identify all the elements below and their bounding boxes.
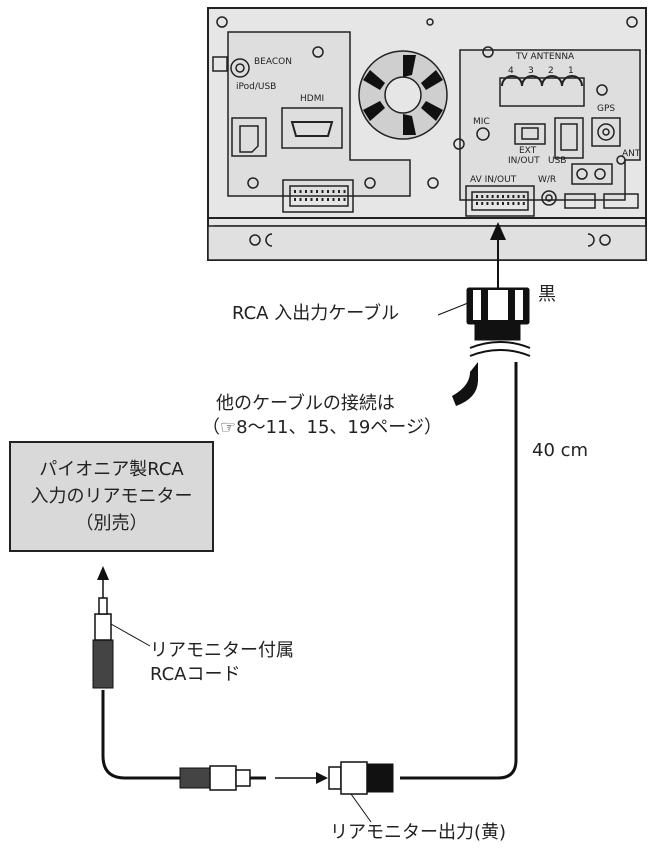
connector-pin (522, 202, 525, 205)
right-arrow-icon (316, 772, 328, 784)
rear-monitor-line3: （別売） (75, 513, 148, 534)
connector-pin (517, 195, 520, 198)
connector-pin (305, 190, 307, 193)
connector-pin (496, 202, 499, 205)
connector-pin (310, 198, 313, 201)
connector-pin (299, 198, 302, 201)
connector-pin (327, 198, 329, 201)
connector-pin (491, 202, 494, 205)
cable-length-label: 40 cm (532, 440, 589, 461)
antenna-number-1: 1 (568, 66, 574, 76)
rca-cord (92, 566, 394, 823)
connector-pin (332, 190, 335, 193)
up-arrow-icon (97, 566, 109, 580)
tv-antenna-label: TV ANTENNA (516, 52, 575, 62)
connector-pin (522, 195, 525, 198)
connector-pin (316, 190, 318, 193)
connector-pin (327, 190, 329, 193)
rear-monitor-box: パイオニア製RCA 入力のリアモニター （別売） (9, 441, 214, 552)
connector-pin (343, 190, 346, 193)
connector-pin (332, 198, 335, 201)
usb-label: USB (548, 156, 567, 166)
rca-cable-label: RCA 入出力ケーブル (232, 303, 400, 324)
connector-pin (512, 195, 515, 198)
rca-cable (400, 222, 531, 780)
connector-pin (502, 195, 504, 198)
av-in-out-label: AV IN/OUT (470, 175, 517, 185)
connector-pin (491, 195, 494, 198)
other-cables-note-line2: （☞8〜11、15、19ページ） (202, 417, 442, 438)
connector-pin (294, 198, 296, 201)
beacon-label: BEACON (254, 57, 292, 67)
connector-pin (486, 202, 489, 205)
antenna-number-3: 3 (528, 66, 534, 76)
antenna-number-4: 4 (508, 66, 514, 76)
connector-pin (299, 190, 302, 193)
mic-label: MIC (473, 117, 490, 127)
rca-cord-label-line1: リアモニター付属 (150, 640, 294, 661)
rca-cord-label-line2: RCAコード (150, 664, 241, 685)
rear-monitor-output-label: リアモニター出力(黄) (330, 822, 507, 843)
ext-label: EXT (519, 146, 537, 156)
ipod-usb-label: iPod/USB (236, 82, 277, 92)
antenna-number-2: 2 (548, 66, 554, 76)
gps-label: GPS (597, 104, 616, 114)
in-out-label: IN/OUT (508, 156, 540, 166)
connector-pin (343, 198, 346, 201)
rear-monitor-line1: パイオニア製RCA (39, 459, 184, 480)
connector-pin (481, 202, 484, 205)
connector-pin (321, 198, 324, 201)
connector-pin (507, 195, 510, 198)
connector-pin (338, 190, 340, 193)
connector-pin (512, 202, 515, 205)
connector-pin (321, 190, 324, 193)
connector-pin (496, 195, 499, 198)
other-cables-note-line1: 他のケーブルの接続は (216, 393, 395, 414)
connector-pin (338, 198, 340, 201)
hdmi-label: HDMI (300, 94, 325, 104)
connector-pin (476, 195, 478, 198)
connector-pin (481, 195, 484, 198)
rear-monitor-line2: 入力のリアモニター (30, 486, 193, 507)
fan-icon (358, 50, 448, 140)
connector-pin (517, 202, 520, 205)
connector-pin (316, 198, 318, 201)
up-arrow-icon (490, 222, 506, 240)
connector-color-label: 黒 (538, 284, 556, 305)
connector-pin (476, 202, 478, 205)
w-r-label: W/R (538, 175, 557, 185)
connector-pin (502, 202, 504, 205)
connector-pin (310, 190, 313, 193)
ant-label: ANT (622, 149, 641, 159)
connector-pin (486, 195, 489, 198)
connector-pin (294, 190, 296, 193)
connector-pins (294, 190, 525, 205)
connector-pin (305, 198, 307, 201)
head-unit-rear-panel (207, 7, 647, 261)
connector-pin (507, 202, 510, 205)
